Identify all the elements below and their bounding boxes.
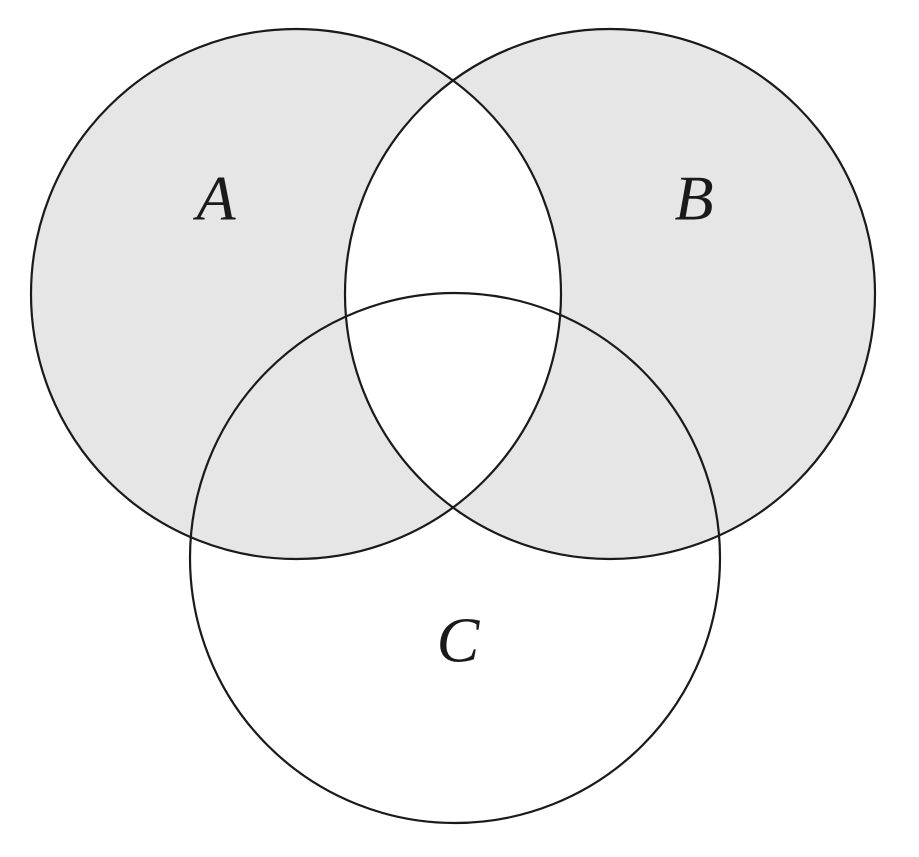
set-label-c: C: [437, 605, 481, 676]
circle-a-outline: [31, 29, 561, 559]
circle-b-outline: [345, 29, 875, 559]
set-label-b: B: [674, 163, 713, 234]
set-label-a: A: [192, 163, 236, 234]
circle-c-outline: [190, 293, 720, 823]
